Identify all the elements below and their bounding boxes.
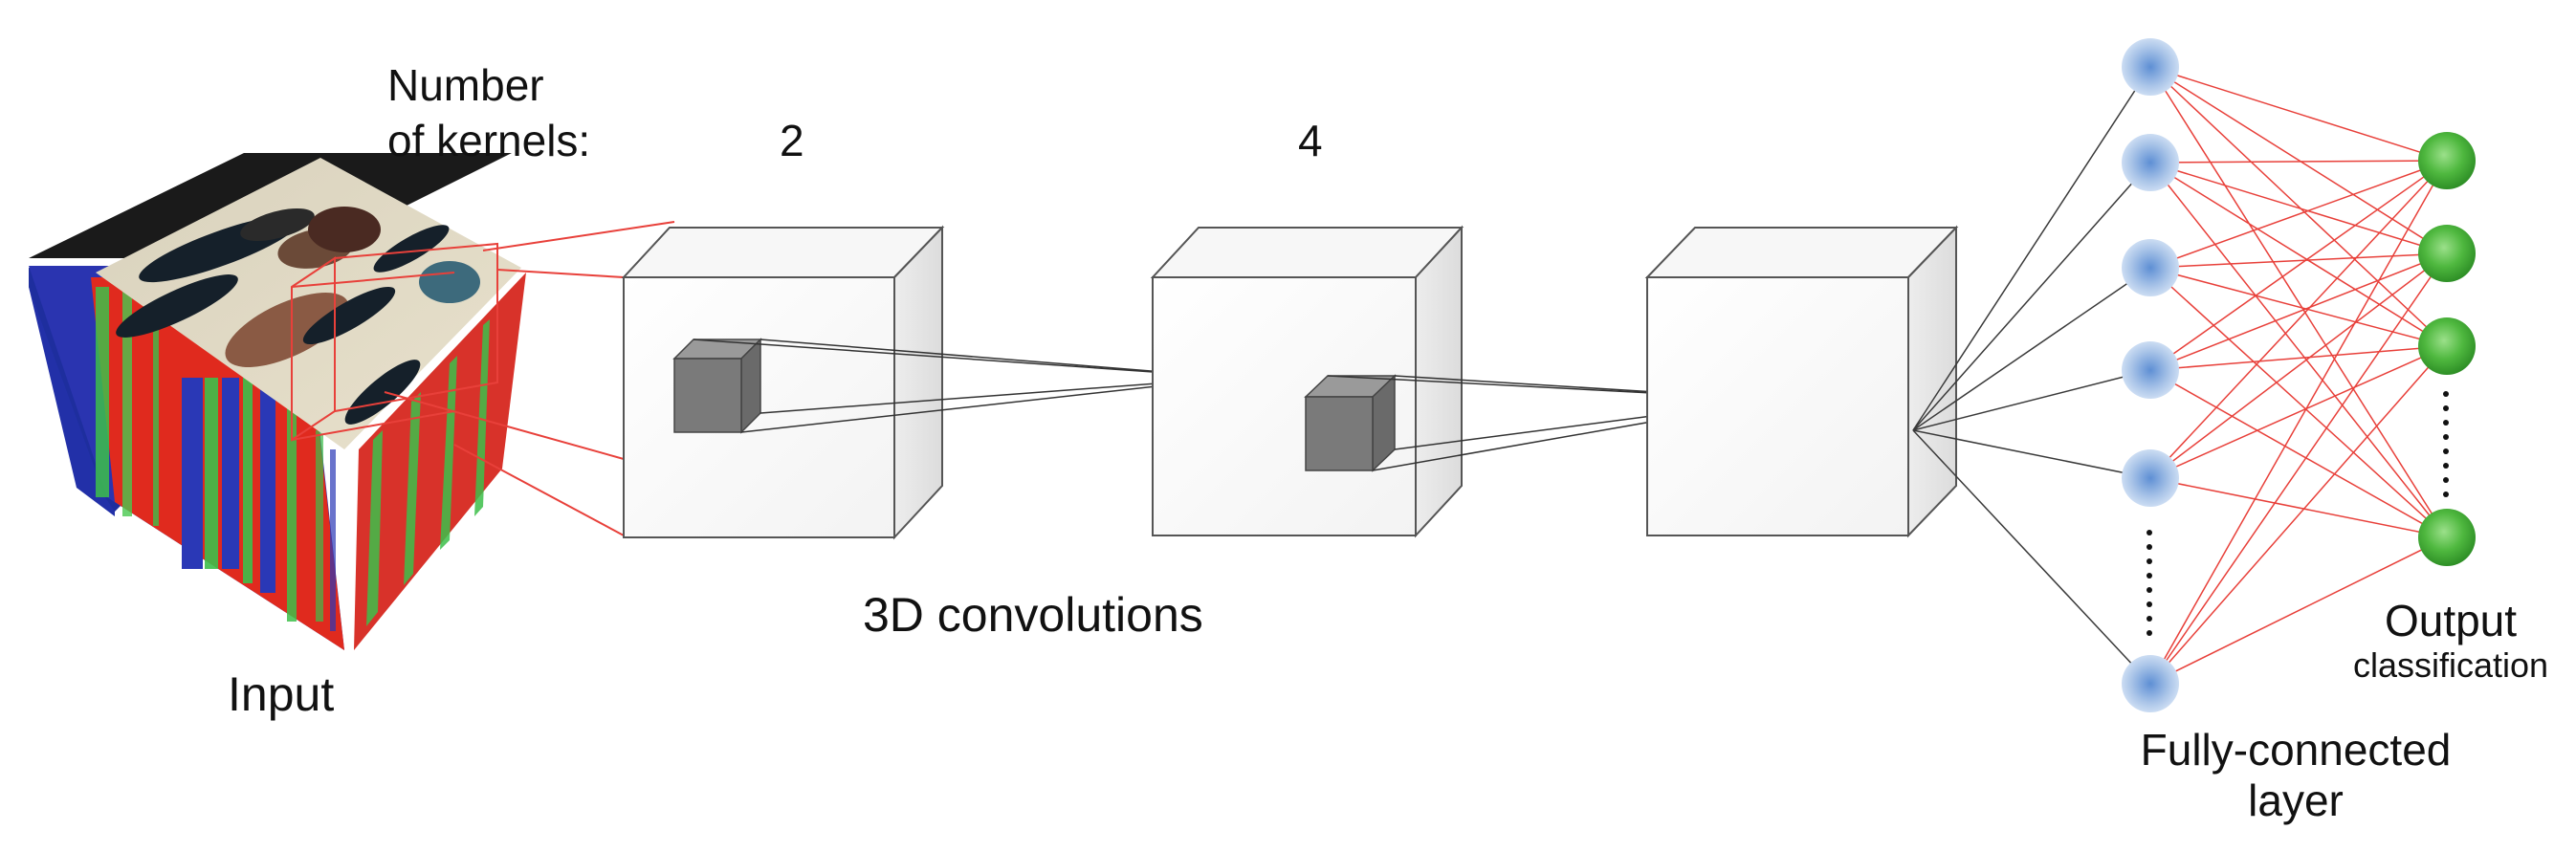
kernel-cube-2 (1304, 374, 1397, 472)
conv-block-2 (1150, 225, 1464, 538)
hidden-ellipsis-dots (2147, 530, 2152, 636)
hidden-5-to-output-1-edge (2149, 160, 2448, 479)
hidden-3-to-output-2-edge (2149, 252, 2448, 269)
block-to-hidden-edge-1 (1912, 66, 2151, 431)
block-to-hidden-edge-5 (1912, 429, 2151, 479)
hidden-node-1 (2122, 38, 2179, 96)
fully-connected-edges (1912, 66, 2448, 685)
kernels-count-first: 2 (780, 116, 804, 165)
kernel-cube-1 (672, 338, 762, 434)
hidden-4-to-output-4-edge (2149, 369, 2448, 538)
conv-block-3-top (1644, 227, 1959, 278)
hidden-3-to-output-3-edge (2149, 267, 2448, 347)
input-projection-lines (384, 221, 675, 536)
block-to-hidden-edge-3 (1912, 267, 2151, 431)
hidden-1-to-output-2-edge (2149, 66, 2448, 254)
block-to-hidden-edge-2 (1912, 162, 2151, 431)
input-cube-spectral-bands (96, 287, 336, 631)
fully-connected-nodes (2122, 38, 2476, 712)
hidden-5-to-output-2-edge (2149, 252, 2448, 479)
hidden-node-3 (2122, 239, 2179, 296)
output-node-2 (2418, 225, 2476, 282)
hidden-2-to-output-4-edge (2149, 162, 2448, 538)
block-to-hidden-edge-6 (1912, 429, 2151, 685)
fully-connected-label-line1: Fully-connected (2141, 725, 2452, 775)
hidden-5-to-output-4-edge (2149, 477, 2448, 538)
kernels-count-second: 4 (1298, 116, 1323, 165)
hidden-node-4 (2122, 341, 2179, 399)
hidden-2-to-output-2-edge (2149, 162, 2448, 254)
output-ellipsis-dots (2443, 391, 2449, 497)
hidden-node-5 (2122, 449, 2179, 507)
hidden-3-to-output-1-edge (2149, 160, 2448, 269)
input-label: Input (228, 667, 334, 721)
output-node-4 (2418, 509, 2476, 566)
hidden-5-to-output-3-edge (2149, 345, 2448, 479)
hidden-4-to-output-2-edge (2149, 252, 2448, 371)
hidden-4-to-output-3-edge (2149, 345, 2448, 371)
hidden-6-to-output-4-edge (2149, 536, 2448, 685)
hidden-1-to-output-1-edge (2149, 66, 2448, 162)
block-to-hidden-edge-4 (1912, 369, 2151, 431)
hidden-1-to-output-4-edge (2149, 66, 2448, 538)
conv-block-1-front (623, 276, 895, 538)
hidden-node-2 (2122, 134, 2179, 191)
hidden-6-to-output-2-edge (2149, 252, 2448, 685)
hidden-2-to-output-3-edge (2149, 162, 2448, 347)
input-cube-top-samples (116, 207, 480, 425)
hidden-3-to-output-4-edge (2149, 267, 2448, 538)
output-label-line1: Output (2385, 596, 2517, 645)
hidden-1-to-output-3-edge (2149, 66, 2448, 347)
output-label-line2: classification (2353, 645, 2548, 685)
output-node-3 (2418, 317, 2476, 375)
kernels-label-line1: Number (387, 60, 544, 110)
hidden-6-to-output-1-edge (2149, 160, 2448, 685)
output-node-1 (2418, 132, 2476, 189)
kernels-label-line2: of kernels: (387, 116, 590, 165)
hidden-6-to-output-3-edge (2149, 345, 2448, 685)
hidden-4-to-output-1-edge (2149, 160, 2448, 371)
conv-block-1 (621, 225, 945, 540)
fully-connected-label-line2: layer (2248, 776, 2344, 825)
conv-block-3-front (1646, 276, 1909, 536)
conv-block-1-side (893, 225, 943, 540)
hidden-node-6 (2122, 655, 2179, 712)
conv-block-3-side (1907, 225, 1957, 538)
conv-block-1-top (621, 227, 945, 278)
input-receptive-field (291, 242, 498, 442)
convolutions-label: 3D convolutions (863, 588, 1203, 642)
input-cube (29, 153, 526, 650)
hidden-2-to-output-1-edge (2149, 160, 2448, 164)
conv-block-3 (1644, 225, 1959, 538)
conv-block-2-top (1150, 227, 1464, 278)
